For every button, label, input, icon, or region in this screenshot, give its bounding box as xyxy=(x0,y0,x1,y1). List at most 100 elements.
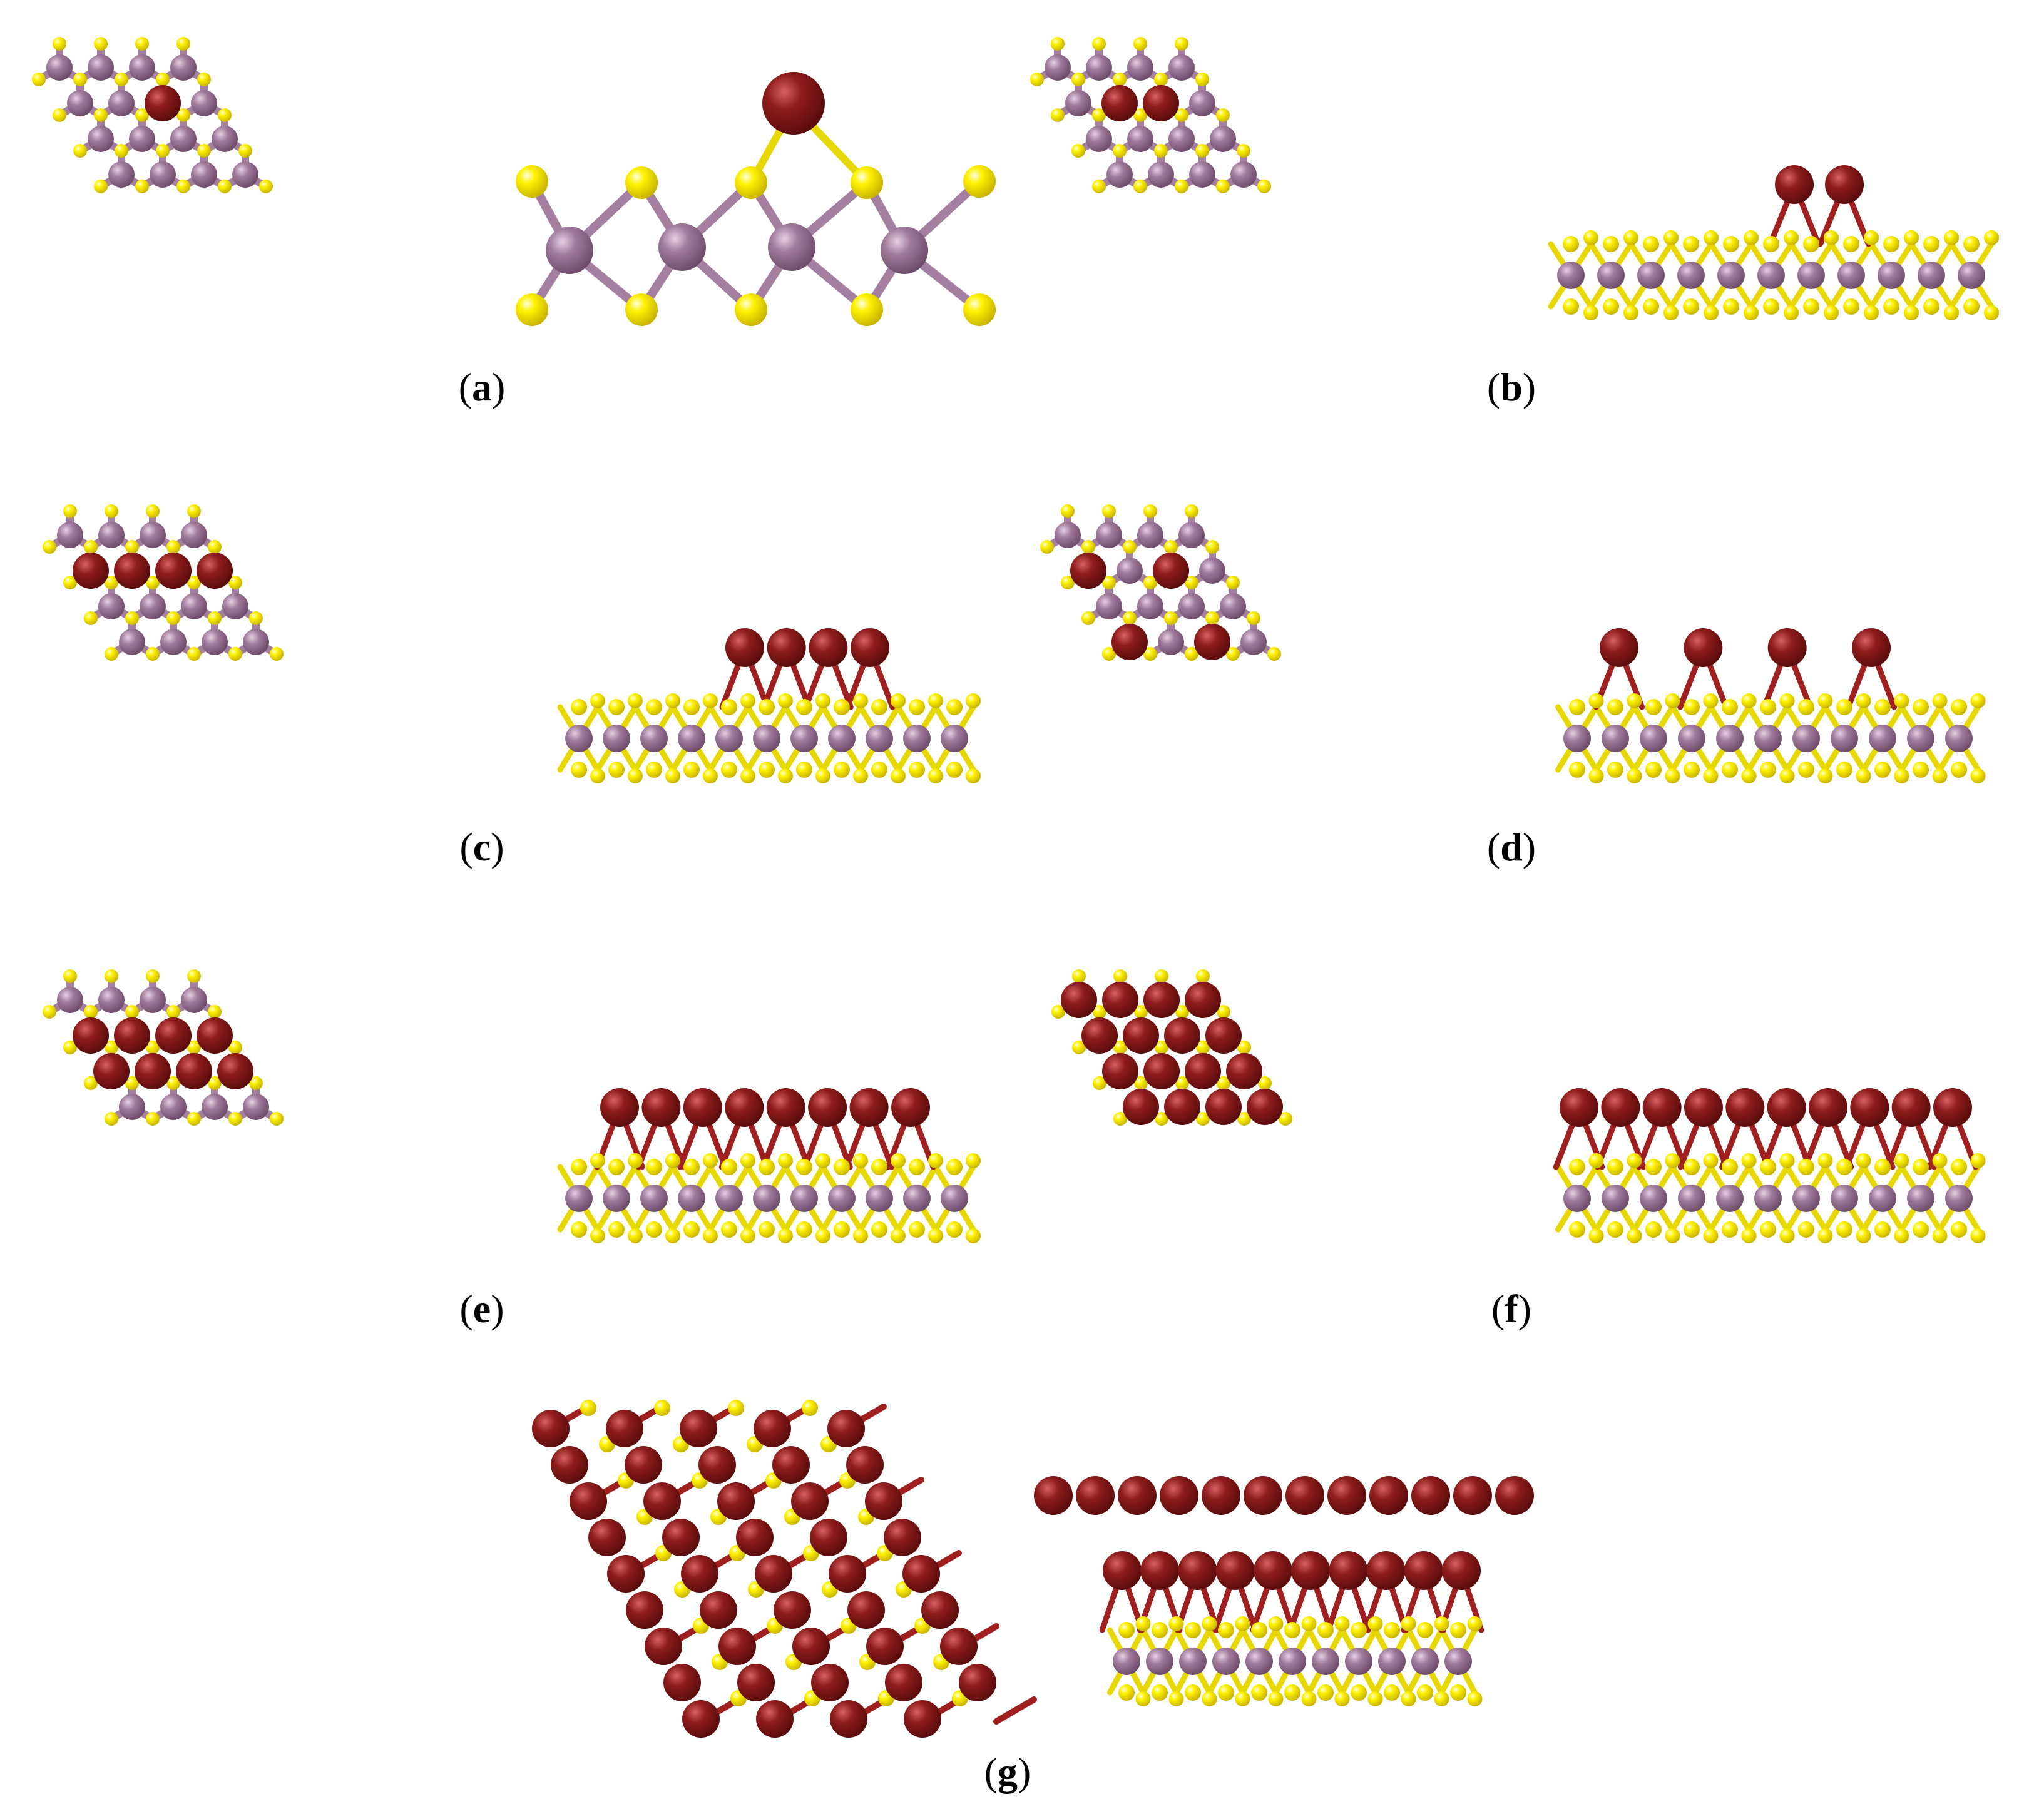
chalcogen-atom xyxy=(187,576,201,589)
panel-d-top-view xyxy=(1040,504,1281,661)
chalcogen-atom xyxy=(1175,1005,1189,1019)
adsorbate-atom xyxy=(865,1482,902,1520)
chalcogen-atom xyxy=(187,969,201,983)
adsorbate-atom xyxy=(1101,85,1138,121)
metal-atom xyxy=(191,90,217,116)
chalcogen-atom xyxy=(176,180,190,193)
metal-atom xyxy=(1210,126,1236,152)
adsorbate-atom xyxy=(114,553,150,589)
chalcogen-atom xyxy=(721,762,737,778)
metal-atom xyxy=(1754,1185,1782,1212)
chalcogen-atom xyxy=(1883,236,1899,252)
chalcogen-atom xyxy=(796,1159,812,1175)
chalcogen-atom xyxy=(1643,236,1659,252)
chalcogen-atom xyxy=(590,1228,605,1243)
chalcogen-atom xyxy=(646,1221,662,1238)
chalcogen-atom xyxy=(1367,1691,1383,1706)
adsorbate-atom xyxy=(737,1664,775,1701)
metal-atom xyxy=(881,227,928,274)
adsorbate-atom xyxy=(885,1664,922,1701)
metal-atom xyxy=(46,54,73,81)
chalcogen-atom xyxy=(778,1153,793,1168)
chalcogen-atom xyxy=(1071,144,1085,158)
adsorbate-atom xyxy=(1725,1088,1765,1127)
chalcogen-atom xyxy=(1763,236,1779,252)
adsorbate-atom xyxy=(1061,982,1097,1018)
chalcogen-atom xyxy=(1913,762,1929,778)
chalcogen-atom xyxy=(1072,969,1086,983)
chalcogen-atom xyxy=(1779,1153,1795,1168)
adsorbate-atom xyxy=(1642,1088,1682,1127)
chalcogen-atom xyxy=(1588,1228,1604,1243)
chalcogen-atom xyxy=(1843,236,1859,252)
chalcogen-atom xyxy=(851,166,883,199)
chalcogen-atom xyxy=(1627,1153,1642,1168)
metal-atom xyxy=(1958,262,1985,289)
chalcogen-atom xyxy=(176,108,190,122)
chalcogen-atom xyxy=(1143,576,1157,589)
adsorbate-atom xyxy=(1215,1551,1255,1590)
chalcogen-atom xyxy=(218,108,232,122)
chalcogen-atom xyxy=(759,762,775,778)
chalcogen-atom xyxy=(853,693,868,708)
chalcogen-atom xyxy=(1704,230,1719,245)
chalcogen-atom xyxy=(197,144,211,158)
adsorbate-atom xyxy=(1366,1551,1406,1590)
panel-label-a: (a) xyxy=(459,364,506,410)
adsorbate-atom xyxy=(811,1664,849,1701)
metal-atom xyxy=(1444,1648,1472,1675)
panel-f-top-view-atoms xyxy=(1051,969,1292,1126)
adsorbate-atom xyxy=(1164,1017,1200,1054)
adsorbate-atom xyxy=(1442,1551,1481,1590)
chalcogen-atom xyxy=(1703,1228,1719,1243)
metal-atom xyxy=(1086,54,1112,81)
label-open-paren: ( xyxy=(984,1750,998,1794)
metal-atom xyxy=(98,593,125,619)
chalcogen-atom xyxy=(1135,1691,1151,1706)
chalcogen-atom xyxy=(1607,1159,1623,1175)
adsorbate-atom xyxy=(645,1628,682,1665)
chalcogen-atom xyxy=(1894,768,1909,783)
adsorbate-atom xyxy=(698,1446,736,1484)
chalcogen-atom xyxy=(928,693,943,708)
chalcogen-atom xyxy=(1627,1228,1642,1243)
metal-atom xyxy=(1907,1185,1934,1212)
chalcogen-atom xyxy=(778,693,793,708)
adsorbate-atom xyxy=(1111,624,1148,660)
chalcogen-atom xyxy=(966,1153,981,1168)
chalcogen-atom xyxy=(1856,1228,1871,1243)
adsorbate-atom xyxy=(1178,1551,1217,1590)
metal-atom xyxy=(1113,1648,1140,1675)
metal-atom xyxy=(1055,522,1081,548)
chalcogen-atom xyxy=(1970,1228,1986,1243)
adsorbate-atom xyxy=(1226,1053,1262,1089)
chalcogen-atom xyxy=(1152,1622,1168,1638)
adsorbate-atom xyxy=(1034,1476,1073,1515)
chalcogen-atom xyxy=(228,1041,242,1054)
chalcogen-atom xyxy=(759,699,775,715)
adsorbate-atom xyxy=(766,1088,805,1127)
adsorbate-atom xyxy=(736,1519,774,1556)
adsorbate-atom xyxy=(1495,1476,1534,1515)
chalcogen-atom xyxy=(628,768,643,783)
chalcogen-atom xyxy=(571,762,587,778)
metal-atom xyxy=(546,227,593,274)
adsorbate-atom xyxy=(114,1017,150,1054)
adsorbate-atom xyxy=(1140,1551,1180,1590)
chalcogen-atom xyxy=(1134,1076,1148,1090)
adsorbate-atom xyxy=(717,1482,755,1520)
chalcogen-atom xyxy=(909,699,925,715)
metal-atom xyxy=(1945,1185,1973,1212)
label-open-paren: ( xyxy=(1486,825,1501,869)
chalcogen-atom xyxy=(891,768,906,783)
metal-atom xyxy=(108,90,135,116)
chalcogen-atom xyxy=(1741,1153,1757,1168)
chalcogen-atom xyxy=(1202,1691,1217,1706)
adsorbate-atom xyxy=(607,1555,645,1593)
chalcogen-atom xyxy=(84,1076,98,1090)
chalcogen-atom xyxy=(1384,1684,1400,1701)
panel-c-side-view xyxy=(557,628,981,783)
chalcogen-atom xyxy=(1817,768,1833,783)
chalcogen-atom xyxy=(1175,108,1188,122)
chalcogen-atom xyxy=(871,1159,887,1175)
